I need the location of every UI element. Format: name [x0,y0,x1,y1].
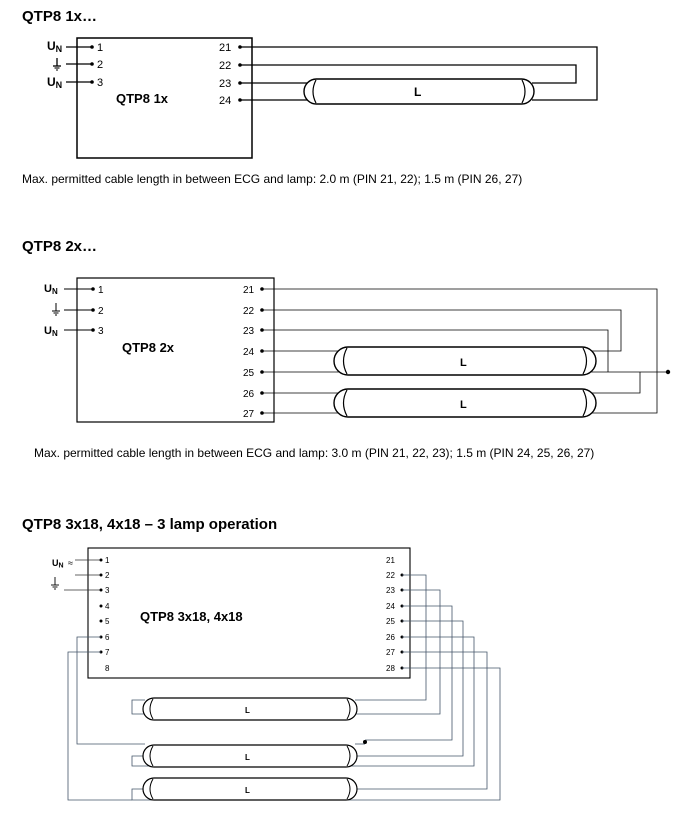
un-label: UN [47,39,62,54]
right-pins: 21 22 23 24 25 26 27 28 [386,556,404,673]
pin-number: 25 [243,368,255,379]
pin-number: 21 [243,285,255,296]
lamp: L [142,697,358,721]
pin-number: 21 [386,556,395,565]
lamp: L [333,346,597,376]
pin-number: 24 [219,95,231,107]
pin-number: 3 [97,77,103,89]
ecg-box [87,547,411,679]
ecg-box [76,37,253,159]
pin-number: 23 [243,326,255,337]
lamp: L [333,388,597,418]
un-label: UN [44,325,58,338]
pin-number: 3 [105,586,110,595]
section-title-qtp8-2x: QTP8 2x… [22,238,98,255]
un-label: UN [44,283,58,296]
diagram-qtp8-1x: QTP8 1x UN UN 1 2 3 21 22 23 24 [47,37,598,159]
pin-number: 5 [105,617,110,626]
pin-number: 22 [386,571,395,580]
pin-number: 4 [105,602,110,611]
pin-number: 6 [105,633,110,642]
un-label: UN [52,558,64,570]
lamp-label: L [245,786,250,795]
ecg-box [76,277,275,423]
pin-number: 24 [243,347,255,358]
cable-length-note-2x: Max. permitted cable length in between E… [34,446,595,460]
cable-length-note-1x: Max. permitted cable length in between E… [22,172,523,186]
lamp-label: L [414,85,421,99]
pin-number: 2 [105,571,110,580]
pin-number: 23 [386,586,395,595]
pin-number: 7 [105,648,110,657]
pin-number: 1 [98,285,104,296]
ground-icon [51,577,59,590]
lamp: L [142,777,358,801]
pin-number: 27 [243,409,255,420]
lamp: L [303,78,535,105]
pin-number: 28 [386,664,395,673]
ecg-label: QTP8 2x [122,340,175,355]
section-title-qtp8-3x18: QTP8 3x18, 4x18 – 3 lamp operation [22,516,278,533]
pin-number: 8 [105,664,110,673]
lamp-label: L [460,399,467,411]
ecg-label: QTP8 1x [116,91,169,106]
pin-number: 24 [386,602,395,611]
pin-number: 22 [219,60,231,72]
pin-number: 1 [105,556,110,565]
pin-number: 26 [386,633,395,642]
lamp-label: L [245,706,250,715]
section-title-qtp8-1x: QTP8 1x… [22,8,98,25]
ground-icon [52,303,60,316]
pin-number: 23 [219,78,231,90]
lamp-label: L [245,753,250,762]
ac-symbol: ≈ [68,558,73,568]
pin-number: 26 [243,389,255,400]
diagram-qtp8-3x18: QTP8 3x18, 4x18 UN ≈ 1 2 3 4 5 6 7 8 21 … [51,547,501,801]
pin-number: 3 [98,326,104,337]
ground-icon [53,58,61,71]
lamp: L [142,744,358,768]
pin-number: 2 [98,306,104,317]
diagram-qtp8-2x: QTP8 2x UN UN 1 2 3 21 22 23 24 25 26 27 [44,277,671,423]
pin-number: 21 [219,42,231,54]
ecg-label: QTP8 3x18, 4x18 [140,609,243,624]
pin-number: 2 [97,59,103,71]
un-label: UN [47,75,62,90]
pin-number: 25 [386,617,395,626]
lamp-label: L [460,357,467,369]
pin-number: 27 [386,648,395,657]
pin-number: 22 [243,306,255,317]
pin-number: 1 [97,42,103,54]
